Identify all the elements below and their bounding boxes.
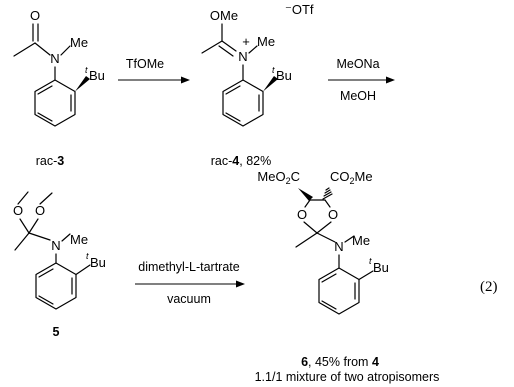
label-6: 6, 45% from 4: [301, 355, 379, 369]
reagent-meona: MeONa: [336, 57, 379, 71]
reaction-arrow-3: dimethyl-L-tartrate vacuum: [135, 260, 245, 306]
reaction-arrow-2: MeONa MeOH: [328, 57, 395, 103]
atom-tbu-superscript-4: t: [272, 65, 275, 75]
atom-me-3: Me: [70, 35, 88, 50]
ester-left-6: MeO2C: [257, 169, 300, 186]
structure-rac-4: OMe N + Me ⁻OTf t Bu: [201, 2, 314, 127]
atom-tbu-5: Bu: [90, 255, 106, 270]
atom-me-5: Me: [70, 232, 88, 247]
label-5: 5: [53, 325, 60, 339]
atom-n-5: N: [51, 238, 60, 253]
equation-number: (2): [480, 279, 498, 295]
atom-o-left-5: O: [13, 203, 23, 218]
atom-tbu-superscript-3: t: [85, 65, 88, 75]
ester-right-6: CO2Me: [330, 169, 373, 186]
atom-n-6: N: [334, 239, 343, 254]
atom-tbu-6: Bu: [373, 260, 389, 275]
atom-n-3: N: [50, 51, 59, 66]
hashed-bond-6: [322, 187, 333, 200]
atom-ome-4: OMe: [210, 8, 238, 23]
atom-tbu-3: Bu: [89, 68, 105, 83]
atom-o-right-6: O: [328, 207, 338, 222]
label-rac-4: rac-4, 82%: [211, 154, 271, 168]
structure-6: MeO2C CO2Me O O N Me: [257, 169, 389, 315]
atom-me-4: Me: [257, 34, 275, 49]
atom-tbu-superscript-6: t: [369, 256, 372, 266]
charge-plus-4: +: [242, 34, 250, 49]
atom-o-right-5: O: [35, 203, 45, 218]
atom-me-6: Me: [352, 233, 370, 248]
atom-tbu-superscript-5: t: [86, 251, 89, 261]
label-6-note: 1.1/1 mixture of two atropisomers: [255, 370, 440, 384]
reagent-vacuum: vacuum: [167, 292, 211, 306]
structure-5: O O N Me t Bu: [13, 191, 106, 310]
reaction-arrow-1: TfOMe: [118, 57, 190, 84]
reagent-dimethyl-l-tartrate: dimethyl-L-tartrate: [138, 260, 239, 274]
reagent-tfome: TfOMe: [126, 57, 164, 71]
reagent-meoh: MeOH: [340, 89, 376, 103]
structure-rac-3: O N Me t Bu: [13, 8, 105, 127]
atom-tbu-4: Bu: [276, 68, 292, 83]
atom-o-left-6: O: [297, 207, 307, 222]
label-rac-3: rac-3: [36, 154, 65, 168]
atom-n-4: N: [238, 49, 247, 64]
counterion-otf: ⁻OTf: [285, 2, 314, 17]
atom-o-carbonyl-3: O: [30, 8, 40, 23]
